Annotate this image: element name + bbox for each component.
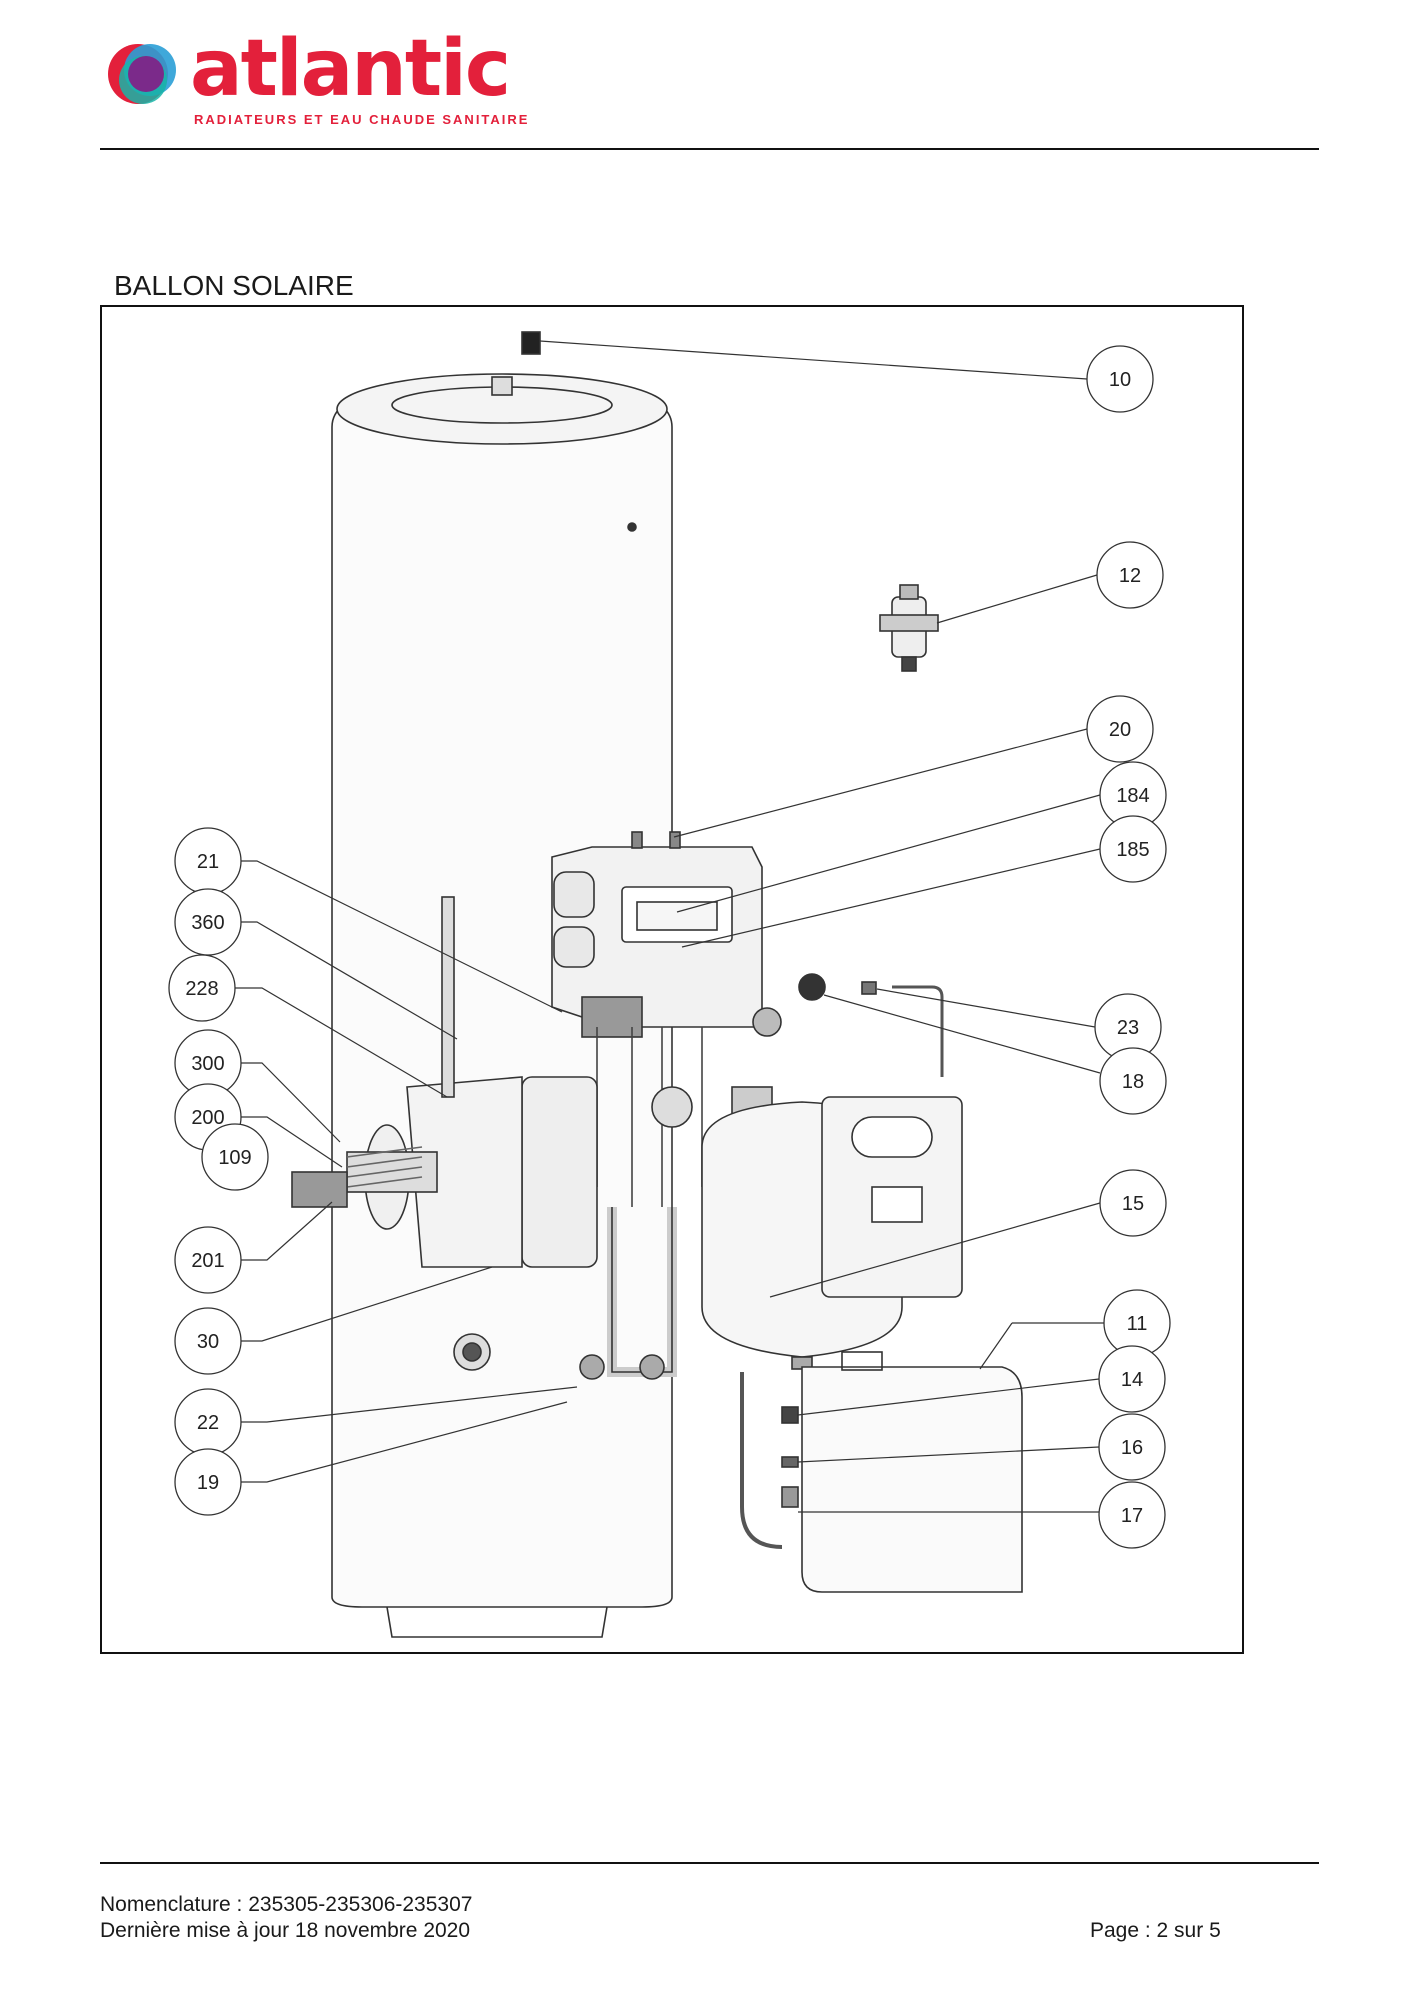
svg-text:16: 16 (1121, 1437, 1143, 1459)
svg-text:11: 11 (1127, 1313, 1148, 1335)
footer-page-number: Page : 2 sur 5 (1090, 1919, 1221, 1942)
part-12 (879, 584, 939, 672)
svg-text:15: 15 (1122, 1193, 1144, 1215)
svg-text:109: 109 (218, 1147, 251, 1169)
footer-rule (100, 1862, 1319, 1864)
part-16 (781, 1456, 799, 1468)
part-17 (781, 1486, 799, 1508)
footer-last-update: Dernière mise à jour 18 novembre 2020 (100, 1919, 471, 1942)
callout-185: 185 (1099, 815, 1167, 883)
section-title: BALLON SOLAIRE (114, 270, 354, 301)
callout-12: 12 (1096, 541, 1164, 609)
callout-10: 10 (1086, 345, 1154, 413)
svg-text:10: 10 (1109, 369, 1131, 391)
svg-text:200: 200 (191, 1107, 224, 1129)
tank-base (386, 1606, 608, 1638)
callout-20: 20 (1086, 695, 1154, 763)
brand-name: atlantic (190, 24, 511, 114)
part-10 (521, 331, 541, 355)
brand-logo: atlantic RADIATEURS ET EAU CHAUDE SANITA… (98, 24, 527, 130)
brand-tagline: RADIATEURS ET EAU CHAUDE SANITAIRE (194, 112, 530, 127)
svg-text:30: 30 (197, 1331, 219, 1353)
svg-text:201: 201 (191, 1250, 224, 1272)
callout-19: 19 (174, 1448, 242, 1516)
svg-text:184: 184 (1116, 785, 1149, 807)
control-panel (821, 1096, 963, 1298)
svg-text:228: 228 (185, 978, 218, 1000)
callout-30: 30 (174, 1307, 242, 1375)
svg-text:17: 17 (1121, 1505, 1143, 1527)
tank-top (336, 373, 668, 445)
header-rule (100, 148, 1319, 150)
part-18 (798, 973, 826, 1001)
callout-15: 15 (1099, 1169, 1167, 1237)
tank-top-fitting (491, 376, 513, 396)
footer-nomenclature: Nomenclature : 235305-235306-235307 (100, 1893, 473, 1916)
callout-14: 14 (1098, 1345, 1166, 1413)
exploded-diagram: 10 12 20 184 185 23 18 15 11 14 16 17 21… (100, 305, 1244, 1654)
svg-text:18: 18 (1122, 1071, 1144, 1093)
callout-17: 17 (1098, 1481, 1166, 1549)
heater-assembly (291, 896, 598, 1268)
svg-text:360: 360 (191, 912, 224, 934)
fluid-can (801, 1351, 1023, 1593)
callout-109: 109 (201, 1123, 269, 1191)
svg-text:14: 14 (1121, 1369, 1143, 1391)
callout-184: 184 (1099, 761, 1167, 829)
svg-text:12: 12 (1119, 565, 1141, 587)
callout-201: 201 (174, 1226, 242, 1294)
svg-text:23: 23 (1117, 1017, 1139, 1039)
flex-hose (740, 1372, 783, 1549)
callout-18: 18 (1099, 1047, 1167, 1115)
callout-228: 228 (168, 954, 236, 1022)
svg-text:19: 19 (197, 1472, 219, 1494)
exploded-diagram-drawing: 10 12 20 184 185 23 18 15 11 14 16 17 21… (168, 331, 1171, 1638)
part-23 (861, 981, 877, 995)
callout-360: 360 (174, 888, 242, 956)
callout-16: 16 (1098, 1413, 1166, 1481)
svg-text:185: 185 (1116, 839, 1149, 861)
svg-text:22: 22 (197, 1412, 219, 1434)
svg-text:21: 21 (197, 851, 219, 873)
svg-text:300: 300 (191, 1053, 224, 1075)
part-14 (781, 1406, 799, 1424)
brand-mark-icon (108, 44, 176, 104)
callout-21: 21 (174, 827, 242, 895)
callout-22: 22 (174, 1388, 242, 1456)
svg-text:20: 20 (1109, 719, 1131, 741)
